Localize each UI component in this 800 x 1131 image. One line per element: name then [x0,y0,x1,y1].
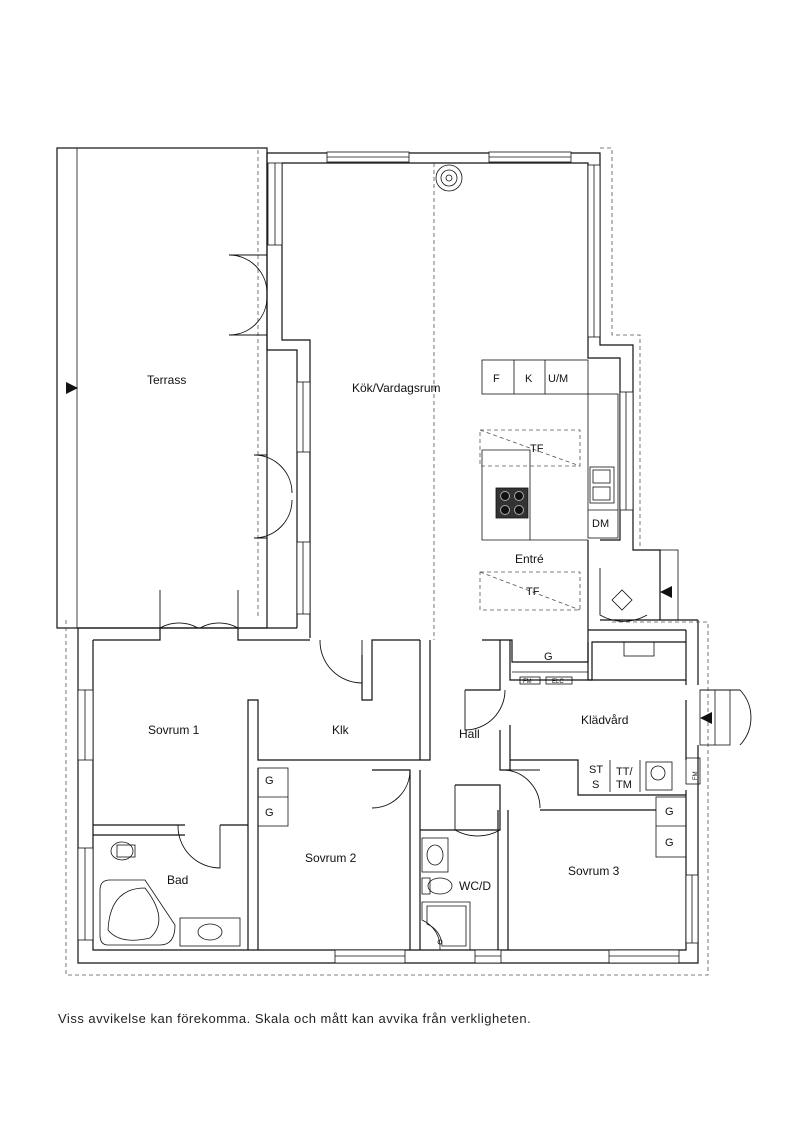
tm-label: TM [616,779,632,791]
outer-walls [77,152,699,964]
fixture-labels: F K U/M TF TF DM G G G G G FM ELC ST S T… [265,373,699,849]
room-label-bad: Bad [167,873,188,887]
room-label-sovrum1: Sovrum 1 [148,723,200,737]
fm-label-1: FM [523,679,532,685]
wall-cabinet-label-1: TF [530,443,544,455]
disclaimer-text: Viss avvikelse kan förekomma. Skala och … [58,1011,532,1026]
elc-label: ELC [552,679,564,685]
room-label-sovrum3: Sovrum 3 [568,864,620,878]
room-labels: Terrass Kök/Vardagsrum Entré Sovrum 1 Kl… [147,373,628,893]
room-label-hall: Hall [459,727,480,741]
s-label: S [592,779,599,791]
closet-label-bed2-2: G [265,807,274,819]
room-label-terrass: Terrass [147,373,186,387]
closet-label-bed3-1: G [665,806,674,818]
oven-micro-label: U/M [548,373,568,385]
room-label-klk: Klk [332,723,350,737]
fm-label-2: FM [693,771,699,780]
tt-label: TT/ [616,766,633,778]
laundry-arrow-icon [700,712,712,724]
entrance-arrow-icon [66,382,78,394]
interior-walls [93,164,701,951]
st-label: ST [589,764,603,776]
fridge-label: F [493,373,500,385]
room-label-sovrum2: Sovrum 2 [305,851,357,865]
wall-cabinet-label-2: TF [526,586,540,598]
outline-dashed [65,147,709,976]
terrace [56,147,268,629]
closet-label-entry: G [544,651,553,663]
entrance-arrow-icon [660,586,672,598]
closet-label-bed2-1: G [265,775,274,787]
closet-label-bed3-2: G [665,837,674,849]
room-label-wcd: WC/D [459,879,491,893]
dishwasher-label: DM [592,518,609,530]
room-label-kladvard: Klädvård [581,713,628,727]
room-label-kok: Kök/Vardagsrum [352,381,440,395]
freezer-label: K [525,373,533,385]
doors [159,254,752,869]
windows [77,151,699,964]
room-label-entre: Entré [515,552,544,566]
